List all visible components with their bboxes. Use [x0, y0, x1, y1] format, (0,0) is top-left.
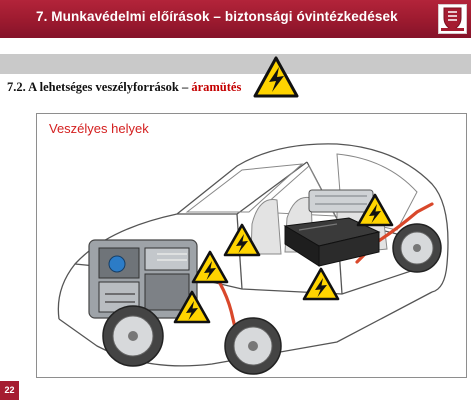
institution-logo-icon — [438, 4, 467, 34]
hybrid-car-cutaway-illustration — [57, 143, 449, 375]
high-voltage-warning-icon — [191, 250, 229, 284]
high-voltage-warning-icon — [302, 267, 340, 301]
section-title-prefix: 7.2. A lehetséges veszélyforrások – — [7, 80, 192, 94]
figure-label: Veszélyes helyek — [49, 121, 149, 136]
header-title: 7. Munkavédelmi előírások – biztonsági ó… — [36, 9, 398, 24]
car-cutaway-figure: Veszélyes helyek — [36, 113, 467, 378]
grey-divider-band — [0, 54, 471, 74]
page-number-badge: 22 — [0, 381, 19, 400]
header-bar: 7. Munkavédelmi előírások – biztonsági ó… — [0, 0, 471, 38]
section-title: 7.2. A lehetséges veszélyforrások – áram… — [7, 80, 241, 95]
high-voltage-warning-icon — [253, 56, 299, 98]
section-title-highlight: áramütés — [191, 80, 242, 94]
